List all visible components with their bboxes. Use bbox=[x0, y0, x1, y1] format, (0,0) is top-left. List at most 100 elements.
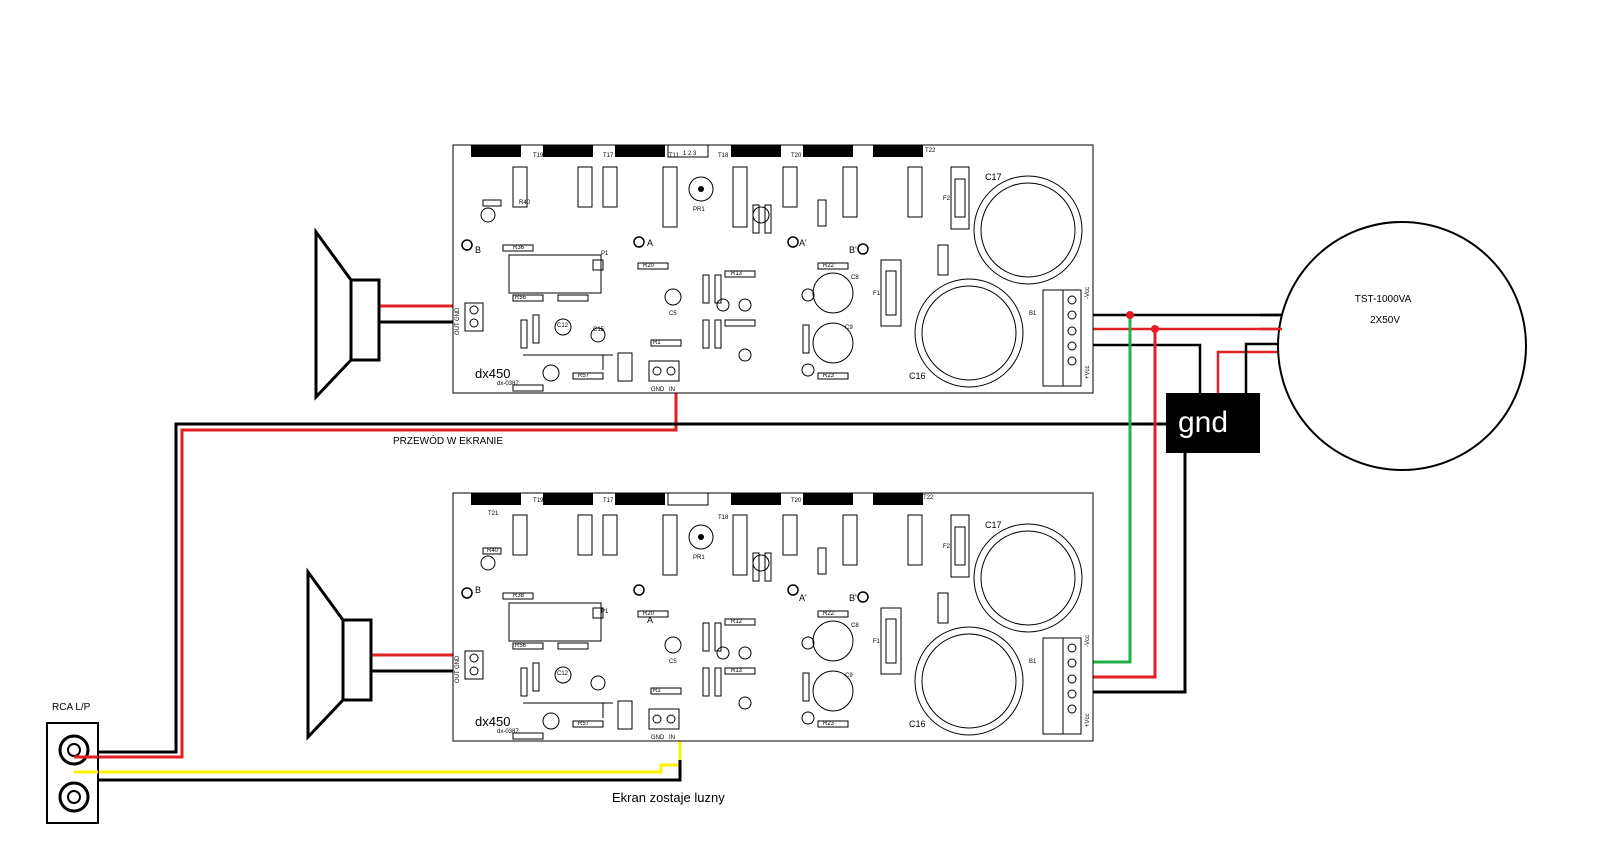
svg-text:B': B' bbox=[849, 593, 857, 603]
svg-text:C17: C17 bbox=[985, 172, 1002, 182]
svg-text:R1: R1 bbox=[653, 688, 661, 694]
svg-text:C8: C8 bbox=[851, 623, 859, 629]
svg-text:R40: R40 bbox=[487, 548, 499, 554]
svg-text:T17: T17 bbox=[603, 498, 614, 504]
svg-text:R23: R23 bbox=[823, 373, 835, 379]
svg-text:T17: T17 bbox=[603, 153, 614, 159]
speaker-bottom bbox=[306, 570, 373, 739]
svg-text:PR1: PR1 bbox=[693, 555, 705, 561]
svg-text:F2: F2 bbox=[943, 544, 951, 550]
signal-wire-top bbox=[74, 392, 678, 759]
svg-text:IN: IN bbox=[669, 387, 675, 393]
board-model-label: dx450 bbox=[475, 366, 510, 381]
svg-text:C9: C9 bbox=[845, 673, 853, 679]
svg-text:GND: GND bbox=[455, 307, 461, 321]
svg-text:A: A bbox=[647, 238, 653, 248]
svg-text:A': A' bbox=[799, 593, 807, 603]
gnd-wire-bottom-input bbox=[95, 760, 682, 782]
svg-text:T22: T22 bbox=[925, 148, 936, 154]
supply-wire-red bbox=[1082, 329, 1157, 679]
supply-wire-black bbox=[1082, 450, 1187, 694]
svg-text:C17: C17 bbox=[985, 520, 1002, 530]
svg-text:C12: C12 bbox=[557, 323, 569, 329]
svg-text:B1: B1 bbox=[1029, 659, 1037, 665]
svg-text:R56: R56 bbox=[515, 295, 527, 301]
svg-text:T19: T19 bbox=[533, 498, 544, 504]
svg-text:R40: R40 bbox=[519, 200, 531, 206]
svg-text:R22: R22 bbox=[823, 611, 835, 617]
svg-text:GND: GND bbox=[651, 735, 665, 741]
svg-text:R1: R1 bbox=[653, 340, 661, 346]
svg-text:P1: P1 bbox=[601, 609, 609, 615]
svg-text:F2: F2 bbox=[943, 196, 951, 202]
svg-text:A: A bbox=[647, 615, 653, 625]
svg-text:R13: R13 bbox=[731, 668, 743, 674]
speaker-top bbox=[314, 230, 381, 399]
note-shielded-wire: PRZEWÓD W EKRANIE bbox=[393, 434, 503, 447]
svg-text:T19: T19 bbox=[533, 153, 544, 159]
svg-text:IN: IN bbox=[669, 735, 675, 741]
svg-text:F1: F1 bbox=[873, 291, 881, 297]
svg-text:R38: R38 bbox=[513, 593, 525, 599]
svg-text:T18: T18 bbox=[718, 153, 729, 159]
svg-text:B1: B1 bbox=[1029, 311, 1037, 317]
svg-text:T18: T18 bbox=[718, 515, 729, 521]
svg-text:P1: P1 bbox=[601, 251, 609, 257]
svg-text:-Vcc: -Vcc bbox=[1085, 287, 1091, 299]
svg-text:T11: T11 bbox=[669, 153, 680, 159]
svg-text:1 2 3: 1 2 3 bbox=[683, 151, 697, 157]
svg-text:R57: R57 bbox=[578, 373, 590, 379]
shield-wire-top bbox=[74, 422, 1168, 754]
svg-text:R20: R20 bbox=[643, 263, 655, 269]
svg-text:C5: C5 bbox=[669, 311, 677, 317]
transformer bbox=[1277, 221, 1527, 471]
svg-text:T22: T22 bbox=[923, 495, 934, 501]
svg-text:OUT: OUT bbox=[455, 322, 461, 335]
svg-text:T21: T21 bbox=[488, 511, 499, 517]
svg-text:R56: R56 bbox=[515, 643, 527, 649]
svg-text:B: B bbox=[475, 245, 481, 255]
amplifier-board-top: dx450 dx-0387 GND IN T21 T19 T17 T11 1 2… bbox=[452, 144, 1094, 394]
svg-text:B: B bbox=[475, 585, 481, 595]
svg-text:+Vcc: +Vcc bbox=[1085, 713, 1091, 727]
svg-text:C5: C5 bbox=[669, 659, 677, 665]
gnd-block bbox=[1166, 393, 1260, 453]
svg-text:T21: T21 bbox=[488, 153, 499, 159]
svg-text:R22: R22 bbox=[823, 263, 835, 269]
note-shield-loose: Ekran zostaje luzny bbox=[612, 790, 725, 805]
svg-text:R36: R36 bbox=[513, 245, 525, 251]
board-model-label: dx450 bbox=[475, 714, 510, 729]
svg-text:-Vcc: -Vcc bbox=[1085, 635, 1091, 647]
svg-text:OUT: OUT bbox=[455, 670, 461, 683]
svg-text:C16: C16 bbox=[909, 719, 926, 729]
supply-wire-green bbox=[1082, 315, 1132, 664]
transformer-spec: 2X50V bbox=[1370, 315, 1400, 326]
svg-text:C9: C9 bbox=[845, 325, 853, 331]
svg-text:T20: T20 bbox=[791, 153, 802, 159]
amplifier-board-bottom: dx450 dx-0387 GND IN T21 T19 T17 T18 T20… bbox=[452, 492, 1094, 742]
gnd-label: gnd bbox=[1178, 406, 1228, 439]
svg-text:GND: GND bbox=[651, 387, 665, 393]
svg-text:R57: R57 bbox=[578, 721, 590, 727]
svg-text:C8: C8 bbox=[851, 275, 859, 281]
svg-text:B': B' bbox=[849, 245, 857, 255]
svg-text:R23: R23 bbox=[823, 721, 835, 727]
svg-text:R13: R13 bbox=[731, 271, 743, 277]
svg-text:GND: GND bbox=[455, 655, 461, 669]
svg-text:F1: F1 bbox=[873, 639, 881, 645]
rca-label: RCA L/P bbox=[52, 702, 91, 713]
svg-text:PR1: PR1 bbox=[693, 207, 705, 213]
svg-text:A': A' bbox=[799, 238, 807, 248]
svg-text:C15: C15 bbox=[593, 327, 605, 333]
svg-text:T20: T20 bbox=[791, 498, 802, 504]
svg-text:+Vcc: +Vcc bbox=[1085, 365, 1091, 379]
svg-text:dx-0387: dx-0387 bbox=[497, 729, 519, 735]
svg-text:R20: R20 bbox=[643, 611, 655, 617]
svg-text:C16: C16 bbox=[909, 371, 926, 381]
svg-text:R12: R12 bbox=[731, 619, 743, 625]
svg-text:dx-0387: dx-0387 bbox=[497, 381, 519, 387]
transformer-name: TST-1000VA bbox=[1355, 294, 1412, 305]
svg-text:C12: C12 bbox=[557, 671, 569, 677]
signal-wire-yellow bbox=[74, 740, 682, 774]
